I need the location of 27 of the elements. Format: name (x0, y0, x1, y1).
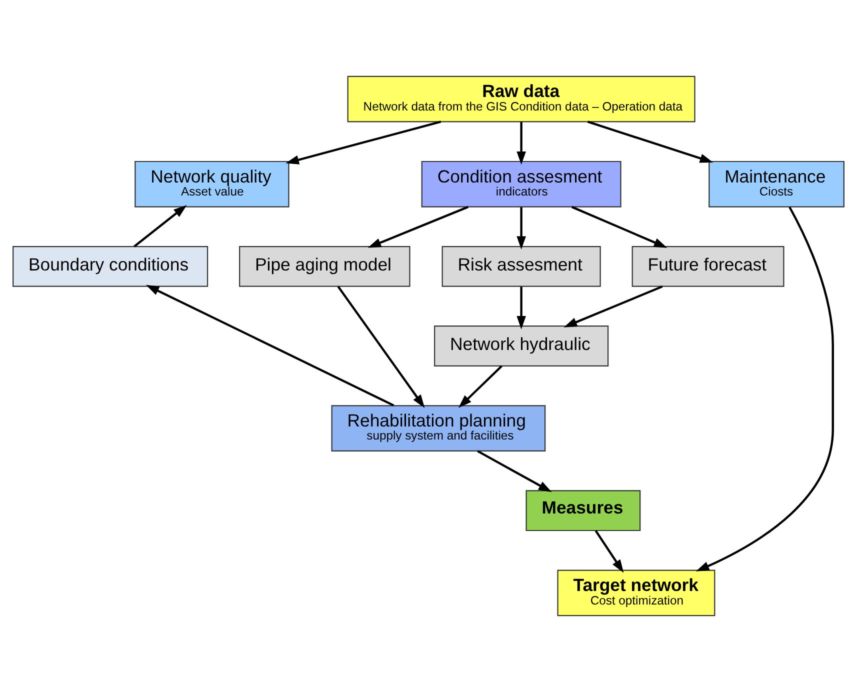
arrow (587, 120, 714, 163)
node-box: Network hydraulic (434, 326, 609, 366)
arrow (516, 207, 526, 250)
arrow (477, 450, 552, 492)
node-box: Condition assesment indicators (421, 160, 622, 208)
arrow (337, 286, 425, 408)
arrow (696, 206, 834, 572)
arrow (286, 120, 442, 164)
node-box: Measures (526, 490, 641, 532)
node-box: Pipe aging model (239, 246, 410, 287)
node-box: Rehabilitation planning supply system and facilities (331, 405, 546, 452)
node-box: Raw data Network data from the GIS Condition data – Operation data (347, 76, 696, 122)
arrow (458, 365, 502, 408)
node-box: Boundary conditions (12, 246, 208, 287)
node-box: Future forecast (632, 246, 784, 287)
arrow (146, 284, 394, 406)
arrow (134, 205, 187, 248)
node-box: Target network Cost optimization (557, 570, 716, 616)
arrow (571, 206, 668, 248)
node-box: Risk assesment (442, 246, 601, 287)
arrow (368, 206, 468, 248)
arrow (516, 286, 526, 330)
arrow (564, 285, 663, 328)
node-box: Maintenance Ciosts (708, 160, 844, 208)
arrow (594, 530, 624, 573)
arrow (516, 122, 526, 165)
node-box: Network quality Asset value (134, 160, 290, 208)
